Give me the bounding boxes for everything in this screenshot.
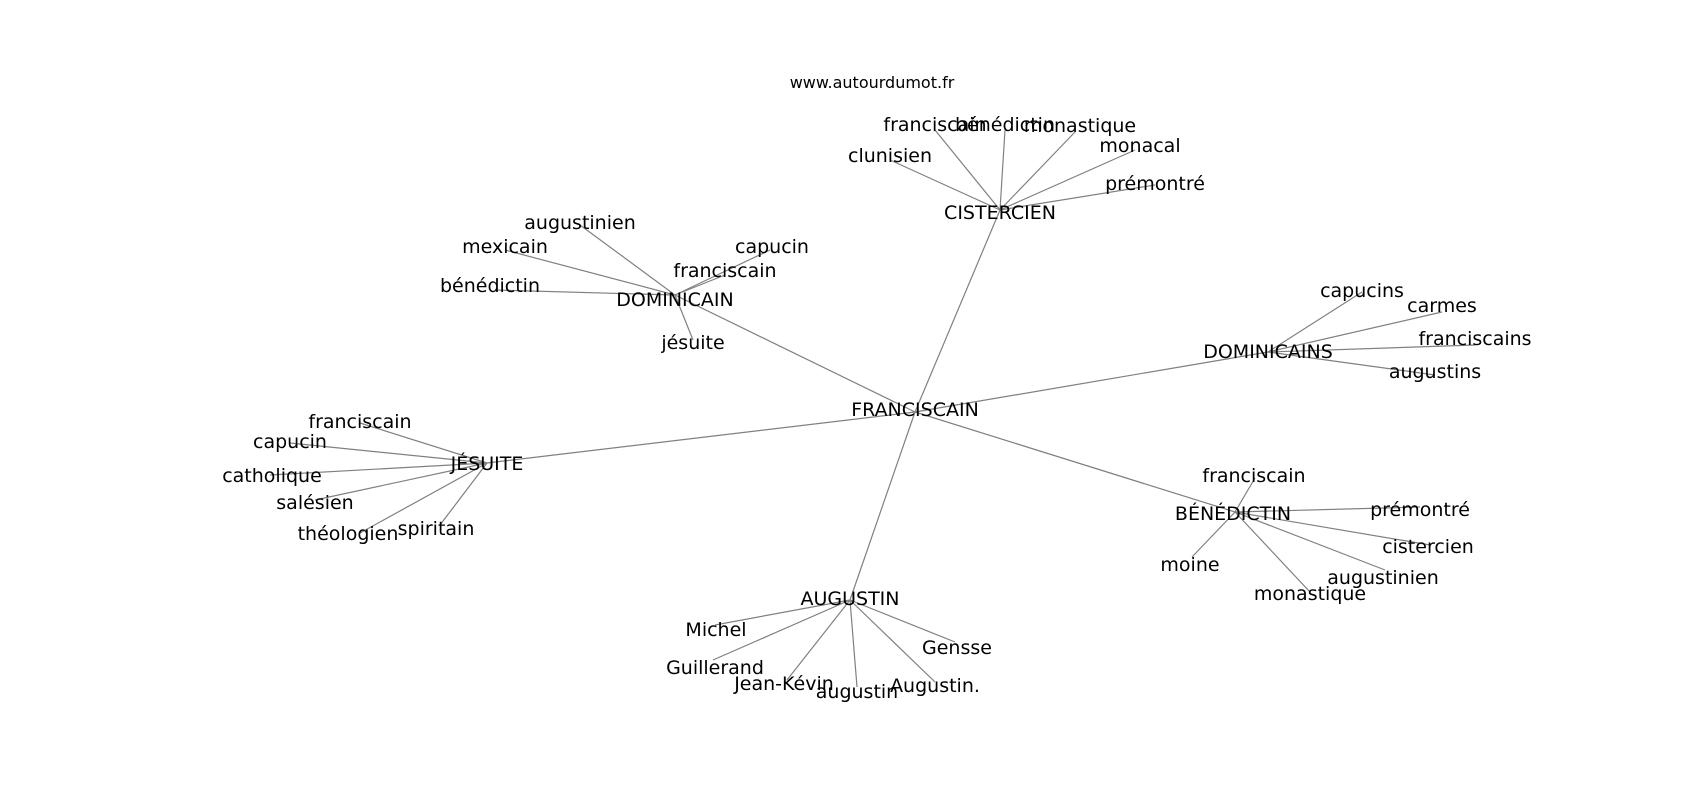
leaf-node-benedictin-franciscain[interactable]: franciscain <box>1202 465 1305 487</box>
leaf-node-benedictin-cistercien[interactable]: cistercien <box>1382 536 1474 558</box>
leaf-node-dominicain-augustinien[interactable]: augustinien <box>524 212 635 234</box>
edge-jesuite-catholique <box>269 462 488 476</box>
leaf-node-benedictin-monastique[interactable]: monastique <box>1254 583 1366 605</box>
leaf-node-cistercien-monastique[interactable]: monastique <box>1024 115 1136 137</box>
edge-benedictin-premontre <box>1234 506 1421 513</box>
edge-benedictin-augustinien <box>1234 511 1386 571</box>
edge-augustin-michel <box>714 599 851 626</box>
edge-jesuite-capucin <box>289 442 488 464</box>
leaf-node-jesuite-catholique[interactable]: catholique <box>222 465 322 487</box>
edge-cistercien-franciscain <box>934 129 1001 211</box>
edge-dominicain-augustinien <box>579 224 676 296</box>
edge-augustin-guillerand <box>712 599 851 661</box>
leaf-node-augustin-michel[interactable]: Michel <box>685 619 746 641</box>
edge-cistercien-premontre <box>999 184 1156 211</box>
edge-dominicain-jesuite <box>674 294 694 341</box>
edge-jesuite-theologien <box>359 462 488 534</box>
leaf-node-augustin-gensse[interactable]: Gensse <box>922 637 992 659</box>
center-node-label[interactable]: FRANCISCAIN <box>851 399 979 421</box>
leaf-node-benedictin-premontre[interactable]: prémontré <box>1370 499 1470 521</box>
edge-benedictin-monastique <box>1234 511 1311 593</box>
leaf-node-benedictin-moine[interactable]: moine <box>1160 554 1219 576</box>
edge-benedictin-cistercien <box>1234 511 1431 546</box>
leaf-node-dominicain-mexicain[interactable]: mexicain <box>462 236 548 258</box>
hub-node-jesuite[interactable]: JÉSUITE <box>450 452 524 475</box>
edge-augustin-jean-kevin <box>786 599 851 681</box>
edge-dominicains-augustins <box>1267 351 1436 376</box>
watermark: www.autourdumot.fr <box>790 73 955 92</box>
leaf-node-augustin-jean-kevin[interactable]: Jean-Kévin <box>733 673 834 695</box>
edge-dominicain-benedictin <box>494 289 676 296</box>
hub-node-augustin[interactable]: AUGUSTIN <box>800 588 899 610</box>
leaf-node-cistercien-benedictin[interactable]: bénédictin <box>955 114 1055 136</box>
edge-dominicain-mexicain <box>504 249 676 296</box>
leaf-node-jesuite-franciscain[interactable]: franciscain <box>308 411 411 433</box>
leaf-node-jesuite-theologien[interactable]: théologien <box>298 523 399 545</box>
edge-center-dominicains <box>914 351 1269 413</box>
edge-cistercien-monacal <box>999 149 1136 211</box>
edge-center-augustin <box>849 411 916 601</box>
edge-jesuite-spiritain <box>439 462 488 526</box>
leaf-node-dominicains-augustins[interactable]: augustins <box>1389 361 1481 383</box>
edge-augustin-augustin <box>849 599 936 683</box>
edge-center-dominicain <box>674 294 916 413</box>
edge-center-benedictin <box>914 411 1236 513</box>
leaf-node-augustin-augustin[interactable]: augustin <box>816 681 898 703</box>
leaf-node-dominicains-carmes[interactable]: carmes <box>1407 295 1477 317</box>
edge-augustin-gensse <box>849 599 956 643</box>
edge-benedictin-franciscain <box>1234 477 1256 513</box>
leaf-node-dominicain-franciscain[interactable]: franciscain <box>673 260 776 282</box>
edge-center-cistercien <box>914 209 1001 413</box>
edge-jesuite-salesien <box>314 462 488 501</box>
edge-cistercien-clunisien <box>889 159 1001 211</box>
edge-dominicain-franciscain <box>674 274 726 296</box>
hub-node-cistercien[interactable]: CISTERCIEN <box>944 202 1056 224</box>
edge-jesuite-franciscain <box>359 422 488 464</box>
hub-node-benedictin[interactable]: BÉNÉDICTIN <box>1175 502 1291 525</box>
edge-cistercien-monastique <box>999 131 1076 211</box>
hub-node-dominicain[interactable]: DOMINICAIN <box>616 289 733 311</box>
graph-labels: FRANCISCAIN CISTERCIEN clunisien franciscai… <box>222 114 1531 703</box>
leaf-node-jesuite-spiritain[interactable]: spiritain <box>398 518 475 540</box>
leaf-node-cistercien-franciscain[interactable]: franciscain <box>883 114 986 136</box>
leaf-node-cistercien-monacal[interactable]: monacal <box>1099 135 1180 157</box>
leaf-node-augustin-guillerand[interactable]: Guillerand <box>666 657 764 679</box>
leaf-node-cistercien-clunisien[interactable]: clunisien <box>848 145 932 167</box>
hub-node-dominicains[interactable]: DOMINICAINS <box>1203 341 1333 363</box>
edge-dominicain-capucin <box>674 249 771 296</box>
leaf-node-benedictin-augustinien[interactable]: augustinien <box>1327 567 1438 589</box>
edge-dominicains-franciscains <box>1267 344 1476 353</box>
leaf-node-jesuite-salesien[interactable]: salésien <box>276 492 353 514</box>
edge-benedictin-moine <box>1191 511 1236 558</box>
leaf-node-dominicain-benedictin[interactable]: bénédictin <box>440 275 540 297</box>
edge-dominicains-capucins <box>1267 291 1363 353</box>
leaf-node-dominicain-capucin[interactable]: capucin <box>735 236 809 258</box>
leaf-node-jesuite-capucin[interactable]: capucin <box>253 431 327 453</box>
edge-augustin-augustin <box>849 599 858 688</box>
leaf-node-cistercien-premontre[interactable]: prémontré <box>1105 173 1205 195</box>
edge-dominicains-carmes <box>1267 311 1443 353</box>
edge-cistercien-benedictin <box>999 129 1006 211</box>
leaf-node-augustin-augustin[interactable]: Augustin. <box>890 675 980 697</box>
leaf-node-dominicains-franciscains[interactable]: franciscains <box>1418 328 1531 350</box>
leaf-node-dominicains-capucins[interactable]: capucins <box>1320 280 1404 302</box>
graph-edges <box>269 129 1476 688</box>
edge-center-jesuite <box>486 411 916 464</box>
leaf-node-dominicain-jesuite[interactable]: jésuite <box>660 332 724 354</box>
